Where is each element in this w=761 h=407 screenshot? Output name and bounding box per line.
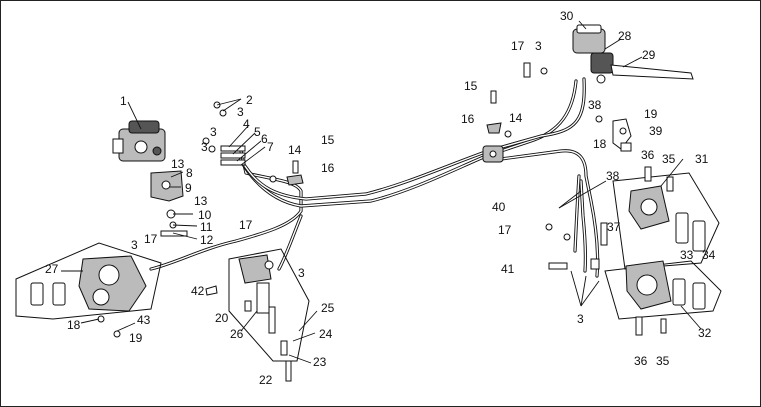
callout-33: 33	[680, 248, 694, 262]
callout-3: 3	[298, 266, 305, 280]
callout-37: 37	[607, 220, 621, 234]
callout-18: 18	[67, 318, 81, 332]
callout-12: 12	[200, 233, 214, 247]
callout-17: 17	[511, 39, 525, 53]
callout-3: 3	[577, 312, 584, 326]
callout-19: 19	[129, 331, 143, 345]
leader-lines	[61, 20, 702, 364]
callout-13: 13	[171, 157, 185, 171]
callout-24: 24	[319, 327, 333, 341]
callout-17: 17	[239, 218, 253, 232]
callout-15: 15	[464, 79, 478, 93]
callout-23: 23	[313, 355, 327, 369]
callout-17: 17	[498, 223, 512, 237]
callout-35: 35	[656, 354, 670, 368]
callout-7: 7	[267, 140, 274, 154]
callout-38: 38	[606, 169, 620, 183]
top-banjo-bolts	[486, 62, 548, 138]
callout-25: 25	[321, 301, 335, 315]
callout-34: 34	[702, 248, 716, 262]
rear-brake-hose-parts	[545, 174, 608, 270]
callout-3: 3	[131, 238, 138, 252]
callout-43: 43	[137, 313, 151, 327]
callout-36: 36	[634, 354, 648, 368]
callout-16: 16	[321, 161, 335, 175]
rear-master-cylinder-assembly	[205, 248, 310, 382]
callout-2: 2	[246, 93, 253, 107]
callout-18: 18	[593, 137, 607, 151]
callout-11: 11	[200, 220, 213, 234]
callout-27: 27	[45, 262, 59, 276]
callout-13: 13	[194, 194, 208, 208]
callout-15: 15	[321, 133, 335, 147]
callout-30: 30	[560, 9, 574, 23]
callout-38: 38	[588, 98, 602, 112]
callout-labels: 1 2 3 3 3 3 3 3 3 4 5 6 7 8 9 10 11 12 1…	[45, 9, 716, 387]
callout-14: 14	[288, 143, 302, 157]
callout-16: 16	[461, 112, 475, 126]
callout-19: 19	[644, 107, 658, 121]
callout-4: 4	[243, 117, 250, 131]
callout-3: 3	[237, 105, 244, 119]
callout-31: 31	[695, 152, 709, 166]
callout-42: 42	[191, 284, 205, 298]
callout-41: 41	[501, 262, 515, 276]
hydraulic-unit	[112, 120, 166, 162]
caliper-set-upper	[612, 166, 720, 270]
callout-26: 26	[230, 327, 244, 341]
callout-3: 3	[210, 125, 217, 139]
callout-8: 8	[186, 166, 193, 180]
callout-1: 1	[120, 94, 127, 108]
callout-5: 5	[254, 125, 261, 139]
mounting-bracket	[150, 170, 188, 237]
brake-light-switch-parts	[595, 115, 632, 152]
callout-10: 10	[198, 208, 212, 222]
callout-3: 3	[535, 39, 542, 53]
callout-3: 3	[201, 140, 208, 154]
callout-17: 17	[144, 232, 158, 246]
front-caliper-assembly	[15, 242, 162, 338]
hose-junction-block	[482, 145, 504, 163]
callout-40: 40	[492, 200, 506, 214]
brake-hose-lines	[149, 77, 600, 278]
front-master-cylinder	[572, 24, 694, 84]
callout-32: 32	[698, 326, 712, 340]
caliper-set-lower	[604, 260, 722, 336]
callout-9: 9	[185, 181, 192, 195]
callout-36: 36	[641, 148, 655, 162]
callout-35: 35	[662, 152, 676, 166]
callout-14: 14	[509, 111, 523, 125]
callout-28: 28	[618, 29, 632, 43]
hose-clamp-parts	[269, 160, 304, 186]
callout-22: 22	[259, 373, 273, 387]
hose-fittings-cluster	[202, 101, 246, 166]
callout-29: 29	[642, 48, 656, 62]
callout-39: 39	[649, 124, 663, 138]
callout-20: 20	[215, 311, 229, 325]
callout-6: 6	[261, 132, 268, 146]
